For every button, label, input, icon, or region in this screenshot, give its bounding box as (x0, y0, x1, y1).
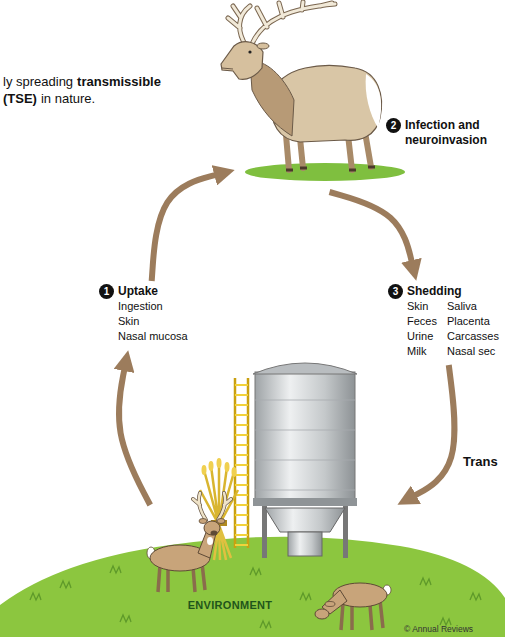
cycle-arrow (410, 365, 454, 498)
callout-number: 3 (388, 284, 403, 299)
silo-body (255, 372, 355, 504)
grass-tufts (30, 566, 481, 628)
hay-grain (209, 461, 214, 471)
text-line: © Annual Reviews (404, 624, 473, 634)
ladder-rungs (235, 385, 248, 545)
buck-antlers (193, 493, 231, 520)
note-text: Trans (463, 454, 498, 469)
note-text: (TSE) (3, 91, 37, 106)
hay-grain (202, 465, 207, 475)
environment-hill (0, 537, 505, 637)
route-item: Urine (407, 329, 437, 344)
route-item: Milk (407, 344, 437, 359)
buck-ear (199, 519, 207, 524)
cycle-arrow (152, 174, 221, 281)
stage-uptake: 1 UptakeIngestionSkinNasal mucosa (96, 281, 194, 350)
text-line: ly spreading transmissible (3, 74, 161, 89)
route-item: Carcasses (447, 329, 499, 344)
route-item: Saliva (447, 299, 499, 314)
elk-mouth (222, 68, 233, 69)
cycle-arrow (330, 192, 413, 266)
route-item: Placenta (447, 314, 499, 329)
buck-head (204, 521, 220, 535)
route-item: Skin (118, 314, 188, 329)
buck (147, 493, 231, 592)
region-label: ENVIRONMENT (188, 599, 273, 611)
stage-heading: Infection and neuroinvasion (405, 118, 501, 148)
buck-ear (217, 519, 225, 524)
connector-group (119, 174, 455, 505)
silo-seams (255, 400, 355, 490)
note-text: ly spreading (3, 74, 73, 89)
route-item: Skin (407, 299, 437, 314)
text-line: (TSE) in nature. (3, 91, 95, 106)
silo-roof (253, 363, 357, 374)
note-text: © Annual Reviews (404, 624, 473, 634)
elk-head (221, 42, 263, 80)
silo-band (253, 498, 357, 506)
elk-antlers-outline (228, 2, 335, 46)
text-line: Trans (463, 454, 498, 469)
stage-infection: 2 Infection and neuroinvasion (235, 0, 505, 192)
route-item: Nasal sec (447, 344, 499, 359)
doe-head (315, 609, 329, 619)
buck-nose (211, 531, 218, 536)
elk-hooves (286, 167, 375, 170)
route-item: Feces (407, 314, 437, 329)
note-text: in nature. (41, 91, 95, 106)
cycle-arrow (119, 365, 150, 505)
callout-number: 2 (386, 118, 401, 133)
hay-grain (225, 462, 230, 472)
elk-antlers (228, 2, 335, 46)
hay-grain (232, 467, 237, 477)
ladder-rails (235, 378, 248, 548)
buck-throat (207, 537, 213, 545)
route-item: Ingestion (118, 299, 188, 314)
elk-ground (245, 163, 405, 181)
callout-number: 1 (99, 284, 114, 299)
route-item: Nasal mucosa (118, 329, 188, 344)
elk-ear (257, 43, 269, 49)
route-list: Skin SalivaFeces PlacentaUrine CarcassesMil… (407, 299, 499, 359)
environment-region: ENVIRONMENT (40, 505, 420, 637)
elk-eye (248, 50, 251, 53)
buck-antlers-outline (193, 493, 231, 520)
silo-chute (288, 532, 322, 556)
stage-heading: Shedding (407, 284, 499, 299)
silo-hopper (265, 508, 345, 532)
elk (221, 2, 405, 181)
silo (235, 363, 357, 558)
elk-rump (366, 74, 381, 128)
stage-text: SheddingSkin SalivaFeces PlacentaUrine Carc… (407, 284, 499, 359)
stage-shedding: 3 SheddingSkin SalivaFeces PlacentaUrine Car… (385, 281, 501, 365)
stage-text: Infection and neuroinvasion (405, 118, 501, 148)
route-list: IngestionSkinNasal mucosa (118, 299, 188, 344)
doe (315, 583, 391, 630)
hay-grain (217, 458, 222, 468)
doe-ear (325, 602, 335, 607)
stage-heading: Uptake (118, 284, 188, 299)
note-text: transmissible (77, 74, 161, 89)
stage-text: UptakeIngestionSkinNasal mucosa (118, 284, 188, 344)
